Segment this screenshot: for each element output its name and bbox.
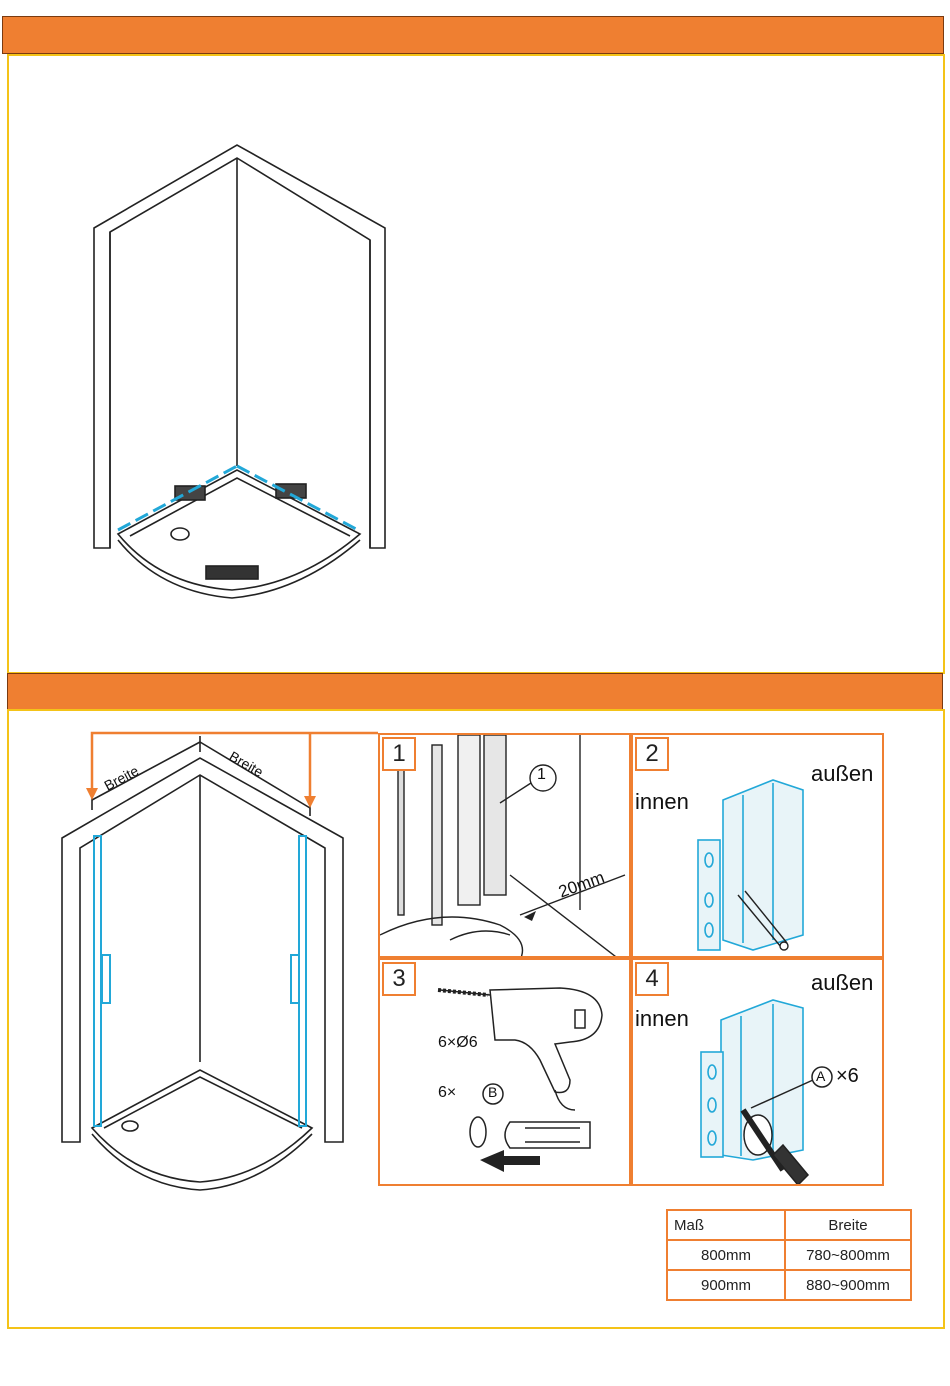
size-table-header: Maß Breite [667, 1210, 911, 1240]
size-cell: 800mm [667, 1240, 785, 1270]
step-4-number: 4 [635, 962, 669, 996]
step-3-panel: 3 6×Ø6 6× B [378, 958, 631, 1186]
step-1-number: 1 [382, 737, 416, 771]
table-row: 800mm 780~800mm [667, 1240, 911, 1270]
step-1-callout: 1 [537, 766, 546, 784]
step-3-number: 3 [382, 962, 416, 996]
step-2-number: 2 [635, 737, 669, 771]
width-header: Breite [785, 1210, 911, 1240]
step-4-outside-label: außen [811, 970, 873, 996]
step-4-screw-part: A [816, 1068, 825, 1084]
step-4-inside-label: innen [635, 1006, 689, 1032]
step-4-screw-count: ×6 [836, 1065, 859, 1088]
section-header-bar-2 [7, 673, 943, 711]
table-row: 900mm 880~900mm [667, 1270, 911, 1300]
step-3-drill-spec: 6×Ø6 [438, 1034, 478, 1052]
width-cell: 780~800mm [785, 1240, 911, 1270]
section-frame-1 [7, 54, 945, 674]
size-cell: 900mm [667, 1270, 785, 1300]
step-2-inside-label: innen [635, 789, 689, 815]
section-header-bar-1 [2, 16, 944, 54]
step-3-dowel-count: 6× [438, 1084, 456, 1102]
size-table: Maß Breite 800mm 780~800mm 900mm 880~900… [666, 1209, 912, 1301]
step-4-panel: 4 innen außen A ×6 [631, 958, 884, 1186]
step-1-panel: 1 1 20mm [378, 733, 631, 958]
step-2-panel: 2 innen außen [631, 733, 884, 958]
step-3-dowel-part: B [488, 1084, 497, 1100]
step-2-outside-label: außen [811, 761, 873, 787]
size-header: Maß [667, 1210, 785, 1240]
width-cell: 880~900mm [785, 1270, 911, 1300]
